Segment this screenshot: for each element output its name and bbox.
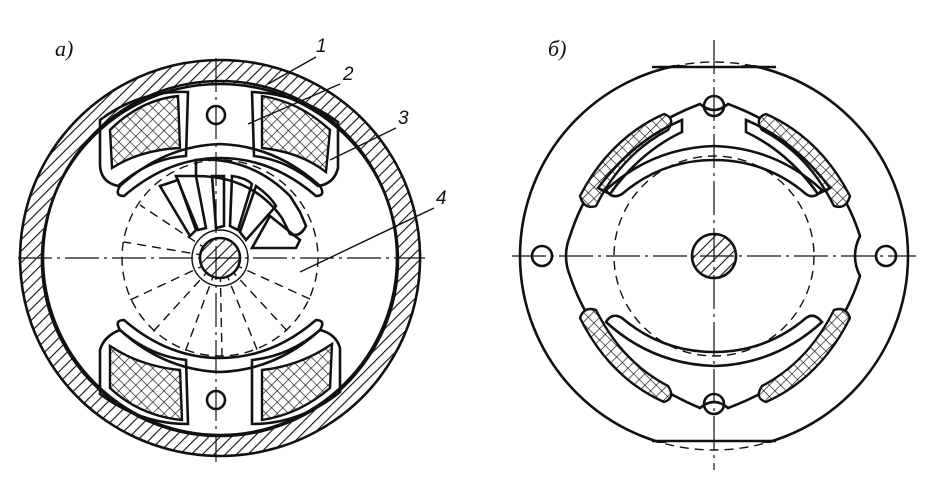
winding-top-right	[260, 94, 332, 175]
slot-bottom-left	[98, 328, 190, 426]
panel-b: б)	[512, 36, 916, 470]
pole-shoe-bottom	[116, 318, 324, 374]
panel-a: а)	[18, 36, 447, 462]
slot-bottom-right	[250, 328, 342, 426]
winding-bottom-right	[260, 341, 334, 422]
panel-b-label: б)	[548, 36, 566, 61]
callout-2: 2	[247, 64, 354, 125]
winding-bottom-left	[108, 343, 184, 422]
panel-a-label: а)	[55, 36, 73, 61]
callout-3: 3	[329, 108, 409, 161]
svg-text:3: 3	[398, 108, 409, 129]
svg-text:2: 2	[342, 64, 354, 85]
pole-b-inner-top	[604, 144, 824, 198]
winding-b-bottom-left	[578, 307, 673, 404]
callout-4: 4	[299, 188, 447, 273]
winding-top-left	[108, 94, 182, 171]
pole-shoe-top	[116, 142, 324, 198]
pole-b-inner-bottom	[604, 314, 824, 368]
pole-b-upper-right	[744, 118, 832, 196]
svg-text:4: 4	[436, 188, 447, 209]
winding-b-bottom-right	[757, 307, 852, 404]
slot-top-right	[250, 90, 340, 188]
callout-1: 1	[267, 36, 327, 85]
rotor-cage-detail	[158, 158, 308, 250]
slot-top-left	[98, 90, 190, 188]
winding-b-top-left	[578, 112, 673, 209]
svg-text:1: 1	[316, 36, 327, 57]
